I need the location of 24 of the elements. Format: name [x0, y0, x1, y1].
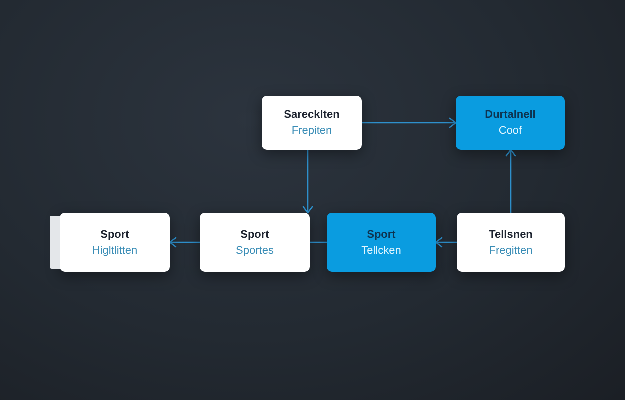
node-subtitle: Sportes [236, 244, 274, 258]
node-subtitle: Tellcken [362, 244, 402, 258]
node-title: Sport [367, 228, 396, 242]
process-box [262, 96, 362, 150]
arrow [506, 149, 516, 213]
node-subtitle: Higltlitten [92, 244, 138, 258]
node-subtitle: Frepiten [292, 124, 332, 138]
process-box [60, 213, 170, 272]
node-title: Sarecklten [284, 108, 340, 122]
node-title: Tellsnen [489, 228, 533, 242]
arrow [169, 237, 200, 248]
node-title: Durtalnell [485, 108, 536, 122]
arrow [302, 150, 314, 214]
process-box [456, 96, 565, 150]
node-subtitle: Fregitten [489, 244, 533, 258]
node-title: Sport [240, 228, 270, 242]
process-box [200, 213, 310, 272]
process-box [327, 213, 436, 272]
arrow [362, 118, 457, 128]
node-subtitle: Coof [498, 124, 522, 138]
process-box [457, 213, 565, 272]
node-title: Sport [100, 228, 130, 242]
connector-line [310, 242, 327, 244]
arrow [435, 237, 457, 248]
